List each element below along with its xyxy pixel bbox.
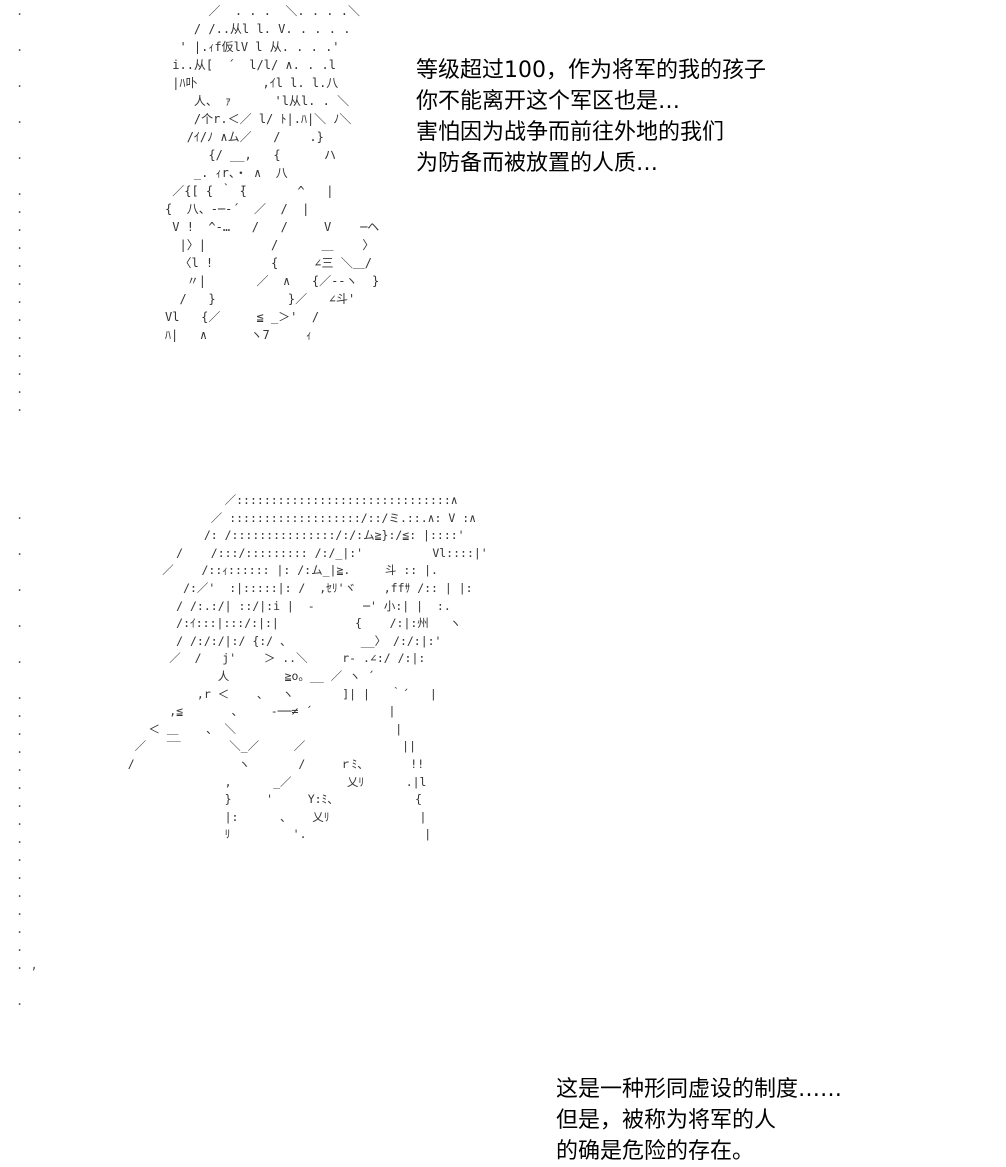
ascii-art-character-top: ／ . . . ＼. . . .＼ / /..从l l. V. . . . . … (165, 4, 380, 342)
caption-line: 为防备而被放置的人质… (416, 151, 659, 176)
manga-panel-top: . . . . . . . . . . . . . . . . . . ／ . … (0, 0, 1006, 420)
margin-dots: . . . . . . . . . . . . . . . . . . (16, 4, 24, 414)
caption-line: 这是一种形同虚设的制度…… (556, 1077, 843, 1102)
caption-line: 的确是危险的存在。 (556, 1139, 755, 1164)
margin-dots: . . . . . . . . . . . . . . . . . . . . … (16, 508, 38, 1008)
caption-top: 等级超过100，作为将军的我的孩子 你不能离开这个军区也是… 害怕因为战争而前往… (416, 55, 766, 179)
ascii-art-character-bottom: ／:::::::::::::::::::::::::::::::∧ ／ ::::… (127, 493, 488, 842)
caption-line: 等级超过100，作为将军的我的孩子 (416, 58, 766, 83)
caption-bottom: 这是一种形同虚设的制度…… 但是，被称为将军的人 的确是危险的存在。 (556, 1074, 842, 1167)
caption-line: 但是，被称为将军的人 (556, 1108, 777, 1133)
manga-panel-bottom: . . . . . . . . . . . . . . . . . . . . … (0, 470, 1006, 1164)
caption-line: 你不能离开这个军区也是… (416, 89, 681, 114)
caption-line: 害怕因为战争而前往外地的我们 (416, 120, 725, 145)
